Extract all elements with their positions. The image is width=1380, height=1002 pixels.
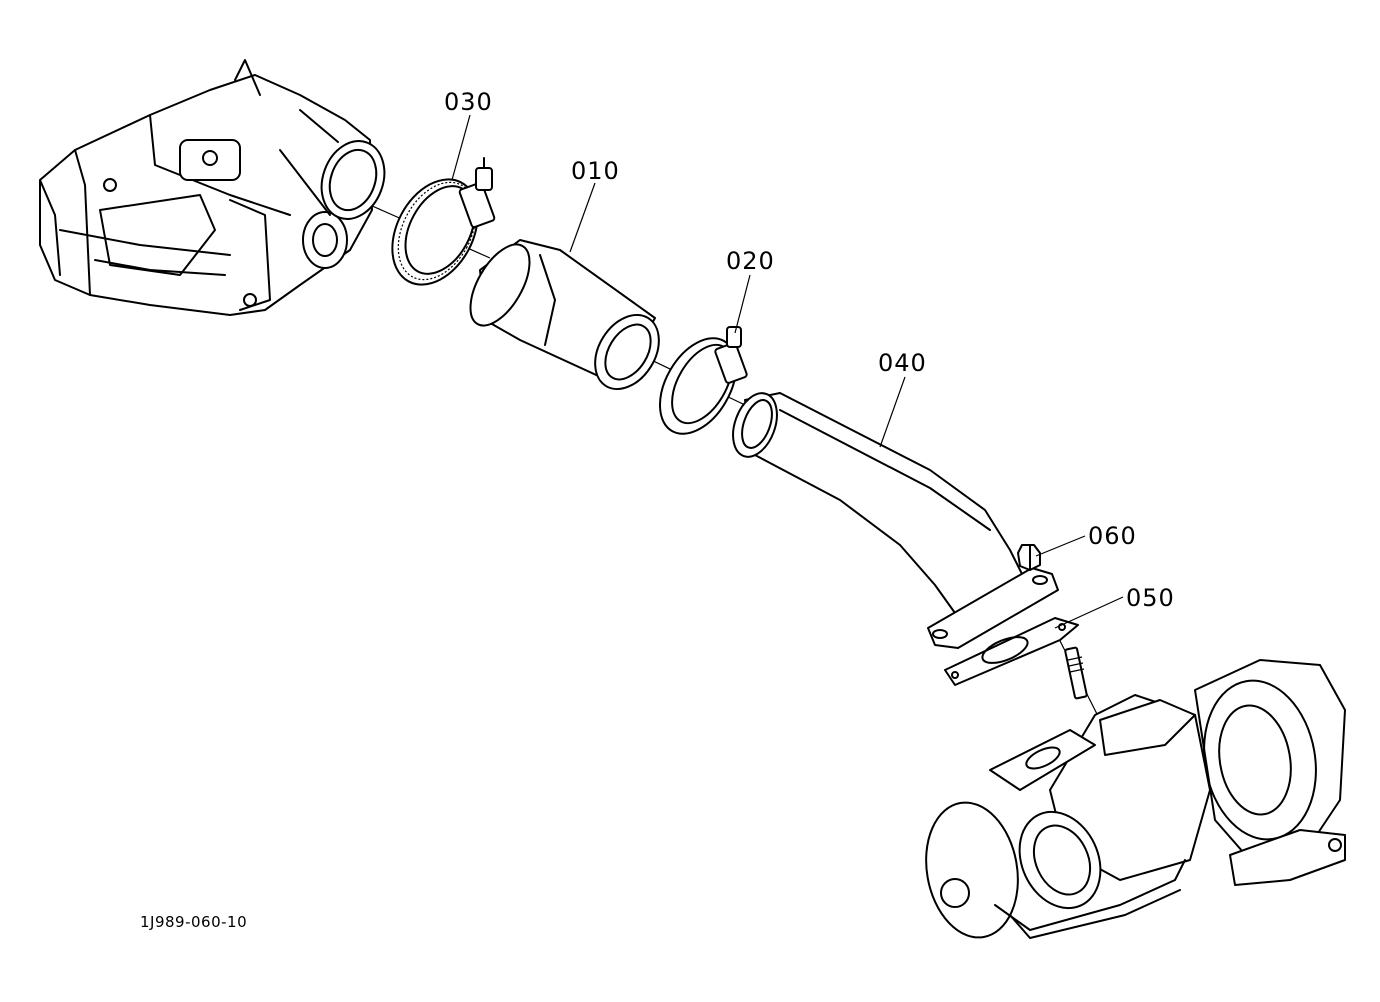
leader-010 xyxy=(569,182,596,253)
callout-050: 050 xyxy=(1126,584,1175,612)
intake-throttle-body xyxy=(39,59,386,316)
callout-030: 030 xyxy=(444,88,493,116)
gasket-050 xyxy=(944,617,1079,686)
callout-060: 060 xyxy=(1088,522,1137,550)
hose-clamp-030 xyxy=(391,157,496,286)
leader-050 xyxy=(1054,596,1124,629)
hose-clamp-020 xyxy=(659,326,748,435)
leader-030 xyxy=(451,114,471,181)
leader-lines xyxy=(451,114,1124,629)
stud-bolt xyxy=(1064,646,1088,700)
leader-040 xyxy=(879,376,906,448)
nut-060 xyxy=(1017,544,1041,571)
callout-040: 040 xyxy=(878,349,927,377)
intake-hose-010 xyxy=(469,239,660,391)
callout-010: 010 xyxy=(571,157,620,185)
drawing-number: 1J989-060-10 xyxy=(140,913,248,931)
intake-pipe-040 xyxy=(732,392,1059,649)
leader-020 xyxy=(734,274,751,334)
turbocharger xyxy=(925,659,1346,939)
callout-020: 020 xyxy=(726,247,775,275)
leader-060 xyxy=(1035,535,1086,557)
